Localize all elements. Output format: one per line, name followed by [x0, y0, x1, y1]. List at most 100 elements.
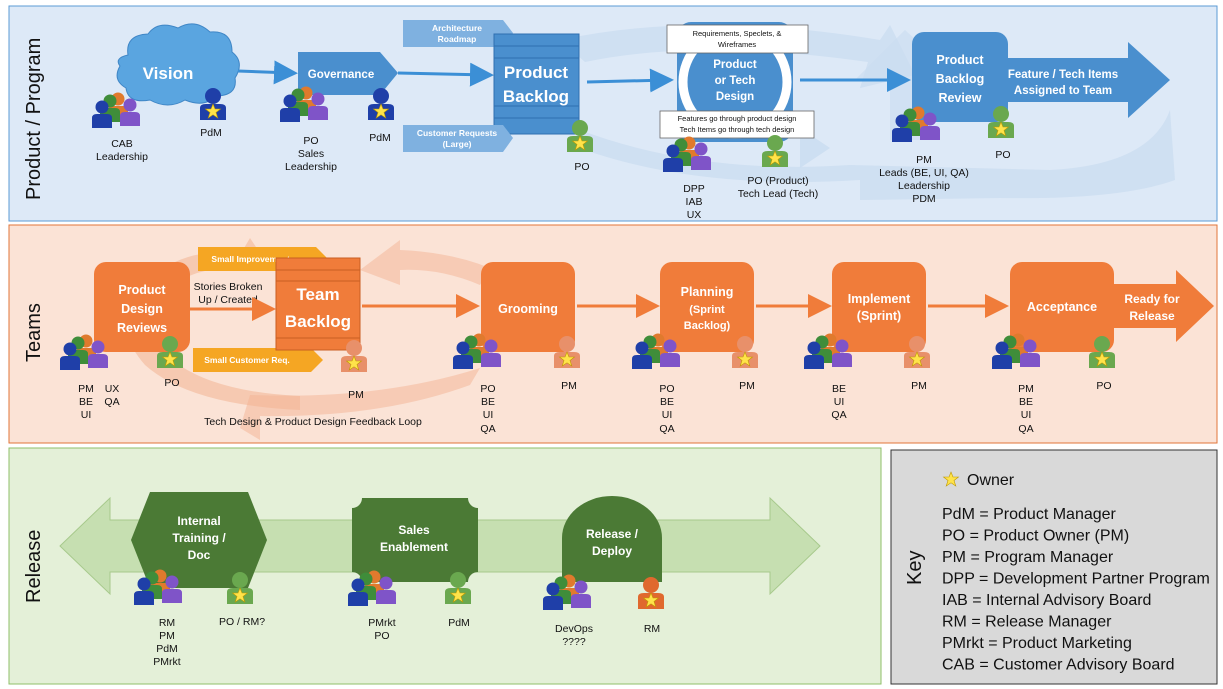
planning-caption-4: QA	[659, 423, 674, 435]
release-line-2: Deploy	[592, 544, 632, 558]
training-line-1: Internal	[177, 514, 220, 528]
implement-box: Implement (Sprint)	[832, 262, 926, 352]
feedback-loop-label: Tech Design & Product Design Feedback Lo…	[204, 416, 422, 428]
key-item: IAB = Internal Advisory Board	[942, 592, 1151, 609]
pdr-line-1: Product	[118, 283, 166, 297]
design-caption-3: UX	[687, 209, 702, 221]
small-customer-label: Small Customer Req.	[204, 355, 290, 365]
release-caption-2: ????	[562, 636, 586, 648]
release-lane-label: Release	[23, 530, 45, 603]
team-backlog-stack: Team Backlog	[275, 257, 361, 351]
design-line-3: Design	[716, 91, 754, 103]
backlog-review-box: Product Backlog Review	[912, 32, 1008, 122]
acceptance-caption-2: BE	[1019, 396, 1033, 408]
design-owner-caption-1: PO (Product)	[747, 175, 808, 187]
pbr-caption-4: PDM	[912, 193, 935, 205]
product-cycle-ring	[560, 25, 915, 88]
teams-lane-label: Teams	[23, 303, 45, 362]
stories-line-2: Up / Created	[198, 294, 258, 306]
acceptance-box: Acceptance	[1010, 262, 1114, 352]
pdr-caption-a-2: BE	[79, 396, 93, 408]
release-caption-1: DevOps	[555, 623, 593, 635]
key-panel	[890, 449, 1218, 685]
key-item: DPP = Development Partner Program	[942, 571, 1210, 588]
planning-line-1: Planning	[681, 285, 734, 299]
key-item: PMrkt = Product Marketing	[942, 635, 1132, 652]
acceptance-caption-1: PM	[1018, 383, 1034, 395]
pbr-caption-3: Leadership	[898, 180, 950, 192]
product-cycle-lower	[580, 110, 1175, 200]
requirements-note: Requirements, Speclets, & Wireframes	[666, 24, 809, 54]
governance-to-backlog-arrow	[397, 62, 494, 87]
feature-assigned-arrow: Feature / Tech Items Assigned to Team	[1008, 42, 1170, 118]
planning-caption-1: PO	[659, 383, 674, 395]
release-owner-caption: RM	[644, 623, 660, 635]
requirements-line-1: Requirements, Speclets, &	[693, 29, 782, 38]
gov-caption-3: Leadership	[285, 161, 337, 173]
pbr-line-2: Backlog	[936, 72, 985, 86]
pdr-owner-caption: PO	[164, 377, 179, 389]
pdr-line-3: Reviews	[117, 321, 167, 335]
implement-line-2: (Sprint)	[857, 309, 901, 323]
gov-caption-1: PO	[303, 135, 318, 147]
design-caption-2: IAB	[686, 196, 703, 208]
pdr-caption-b-1: UX	[105, 383, 120, 395]
team-backlog-line-1: Team	[296, 285, 339, 304]
planning-line-2: (Sprint	[689, 304, 725, 316]
grooming-caption-2: BE	[481, 396, 495, 408]
product-backlog-stack: Product Backlog	[493, 33, 580, 135]
training-hexagon: Internal Training / Doc	[131, 492, 267, 588]
implement-owner-caption: PM	[911, 380, 927, 392]
small-improvements-label: Small Improvements	[211, 254, 294, 264]
pbr-line-1: Product	[936, 53, 984, 67]
acceptance-label: Acceptance	[1027, 300, 1097, 314]
ready-for-release-arrow: Ready for Release	[1114, 270, 1214, 342]
small-customer-tag: Small Customer Req.	[193, 348, 323, 372]
key-item: PO = Product Owner (PM)	[942, 528, 1129, 545]
governance-step: Governance	[298, 52, 398, 95]
team-backlog-line-2: Backlog	[285, 312, 351, 331]
architecture-roadmap-tag: Architecture Roadmap	[403, 20, 513, 47]
pdr-caption-a-3: UI	[81, 409, 92, 421]
product-design-reviews-box: Product Design Reviews	[94, 262, 190, 352]
key-owner-label: Owner	[967, 472, 1015, 489]
team-backlog-owner-caption: PM	[348, 389, 364, 401]
product-lane-label: Product / Program	[23, 38, 45, 200]
sales-caption-2: PO	[374, 630, 389, 642]
sales-line-2: Enablement	[380, 540, 448, 554]
feedback-loop-upper	[360, 240, 490, 285]
grooming-box: Grooming	[481, 262, 575, 352]
sales-line-1: Sales	[398, 523, 430, 537]
features-line-1: Features go through product design	[678, 114, 797, 123]
arch-roadmap-line-1: Architecture	[432, 23, 482, 33]
pdr-caption-a-1: PM	[78, 383, 94, 395]
pdr-line-2: Design	[121, 302, 163, 316]
training-caption-3: PdM	[156, 643, 178, 655]
training-caption-2: PM	[159, 630, 175, 642]
planning-caption-3: UI	[662, 409, 673, 421]
vision-label: Vision	[143, 64, 194, 83]
grooming-label: Grooming	[498, 302, 558, 316]
pbr-line-3: Review	[938, 91, 981, 105]
customer-requests-line-1: Customer Requests	[417, 128, 498, 138]
ready-line-2: Release	[1129, 309, 1175, 323]
release-line-1: Release /	[586, 527, 639, 541]
ready-line-1: Ready for	[1124, 292, 1180, 306]
release-deploy-shape: Release / Deploy	[562, 496, 662, 582]
grooming-caption-1: PO	[480, 383, 495, 395]
governance-label: Governance	[308, 69, 374, 81]
product-backlog-owner-caption: PO	[574, 161, 589, 173]
key-item: PM = Program Manager	[942, 549, 1114, 566]
implement-caption-2: UI	[834, 396, 845, 408]
acceptance-caption-3: UI	[1021, 409, 1032, 421]
planning-box: Planning (Sprint Backlog)	[660, 262, 754, 352]
vision-cloud: Vision	[116, 23, 240, 106]
acceptance-caption-4: QA	[1018, 423, 1033, 435]
features-note: Features go through product design Tech …	[659, 110, 815, 139]
gov-owner-caption: PdM	[369, 132, 391, 144]
cab-caption-1: CAB	[111, 138, 133, 150]
training-owner-caption: PO / RM?	[219, 616, 265, 628]
training-line-3: Doc	[188, 548, 211, 562]
product-backlog-line-2: Backlog	[503, 87, 569, 106]
